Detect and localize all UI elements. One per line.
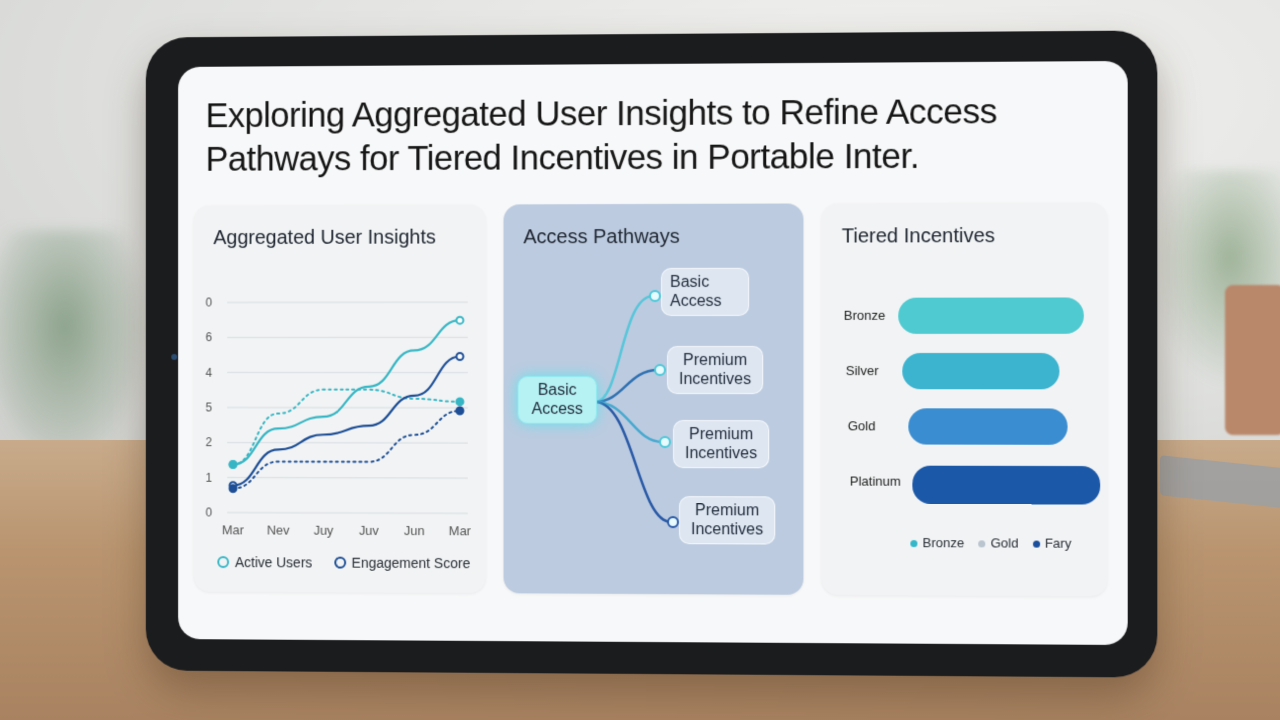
series-point-1 <box>230 461 237 468</box>
connector-1-node <box>648 289 661 302</box>
series-point-3 <box>456 407 463 414</box>
tier-bar-gold[interactable] <box>908 408 1068 445</box>
series-point-2 <box>230 482 237 489</box>
connector-2 <box>595 368 658 404</box>
connector-2-node <box>653 363 666 376</box>
incentives-card-title: Tiered Incentives <box>841 225 995 248</box>
pathway-branch-premium-3[interactable]: Premium Incentives <box>679 496 776 545</box>
x-tick-label: Mar <box>222 522 245 537</box>
legend-engagement-label: Engagement Score <box>351 554 471 572</box>
y-tick-label: 6 <box>206 330 213 344</box>
tier-label-silver: Silver <box>845 363 879 379</box>
y-tick-label: 5 <box>206 400 213 414</box>
camera-dot <box>171 354 178 360</box>
tablet-device: Exploring Aggregated User Insights to Re… <box>145 30 1158 678</box>
legend-gold: Gold <box>978 535 1019 551</box>
connector-4-node <box>666 515 679 528</box>
y-tick-label: 4 <box>206 365 213 379</box>
legend-engagement-marker <box>333 556 346 569</box>
x-tick-label: Juy <box>314 523 334 538</box>
x-tick-label: Juv <box>359 523 379 538</box>
connector-3 <box>595 401 663 444</box>
legend-fary: Fary <box>1032 535 1072 551</box>
tier-bar-silver[interactable] <box>902 352 1060 390</box>
legend-active-users: Active Users <box>217 554 312 570</box>
series-point-1 <box>456 398 463 405</box>
connector-1 <box>595 294 654 404</box>
plant-left <box>0 230 150 470</box>
series-line-2 <box>233 356 460 486</box>
x-tick-label: Jun <box>404 523 425 538</box>
legend-fary-label: Fary <box>1044 535 1072 551</box>
y-tick-label: 1 <box>206 470 213 484</box>
grid-line <box>227 513 468 514</box>
series-point-0 <box>456 317 463 324</box>
grid-line <box>227 478 468 479</box>
legend-active-users-marker <box>217 556 230 569</box>
tier-label-platinum: Platinum <box>849 473 901 489</box>
legend-bronze-label: Bronze <box>922 535 965 551</box>
tier-label-gold: Gold <box>847 418 876 434</box>
y-tick-label: 0 <box>206 295 213 309</box>
y-tick-label: 2 <box>206 435 213 449</box>
pathway-root-node[interactable]: Basic Access <box>517 375 598 424</box>
y-tick-label: 0 <box>206 505 213 519</box>
tier-bar-platinum[interactable] <box>912 465 1101 505</box>
legend-engagement-score: Engagement Score <box>333 554 471 572</box>
pathway-branch-premium-2[interactable]: Premium Incentives <box>672 420 770 469</box>
legend-gold-label: Gold <box>990 535 1019 551</box>
tablet-screen: Exploring Aggregated User Insights to Re… <box>178 60 1128 646</box>
pathway-connectors <box>595 289 679 528</box>
page-title: Exploring Aggregated User Insights to Re… <box>205 92 998 179</box>
x-tick-label: Mar <box>449 523 472 538</box>
connector-3-node <box>658 435 671 448</box>
legend-fary-dot <box>1032 540 1040 548</box>
insights-legend: Active Users Engagement Score <box>217 554 470 571</box>
legend-bronze: Bronze <box>910 535 964 550</box>
series-point-2 <box>456 353 463 360</box>
legend-active-users-label: Active Users <box>234 554 313 571</box>
legend-bronze-dot <box>910 540 918 548</box>
connector-4 <box>595 401 671 524</box>
legend-gold-dot <box>978 540 986 548</box>
series-point-3 <box>230 485 237 492</box>
pathway-branch-premium-1[interactable]: Premium Incentives <box>666 345 764 395</box>
tier-bar-bronze[interactable] <box>898 297 1084 334</box>
plant-pot <box>1225 285 1280 435</box>
tier-label-bronze: Bronze <box>843 307 886 323</box>
incentives-legend: Bronze Gold Fary <box>910 535 1071 551</box>
pathways-card: Access Pathways Basic Access Basic Acces… <box>503 203 804 595</box>
pathway-branch-basic-access[interactable]: Basic Access <box>660 267 750 316</box>
x-tick-label: Nev <box>267 523 290 538</box>
